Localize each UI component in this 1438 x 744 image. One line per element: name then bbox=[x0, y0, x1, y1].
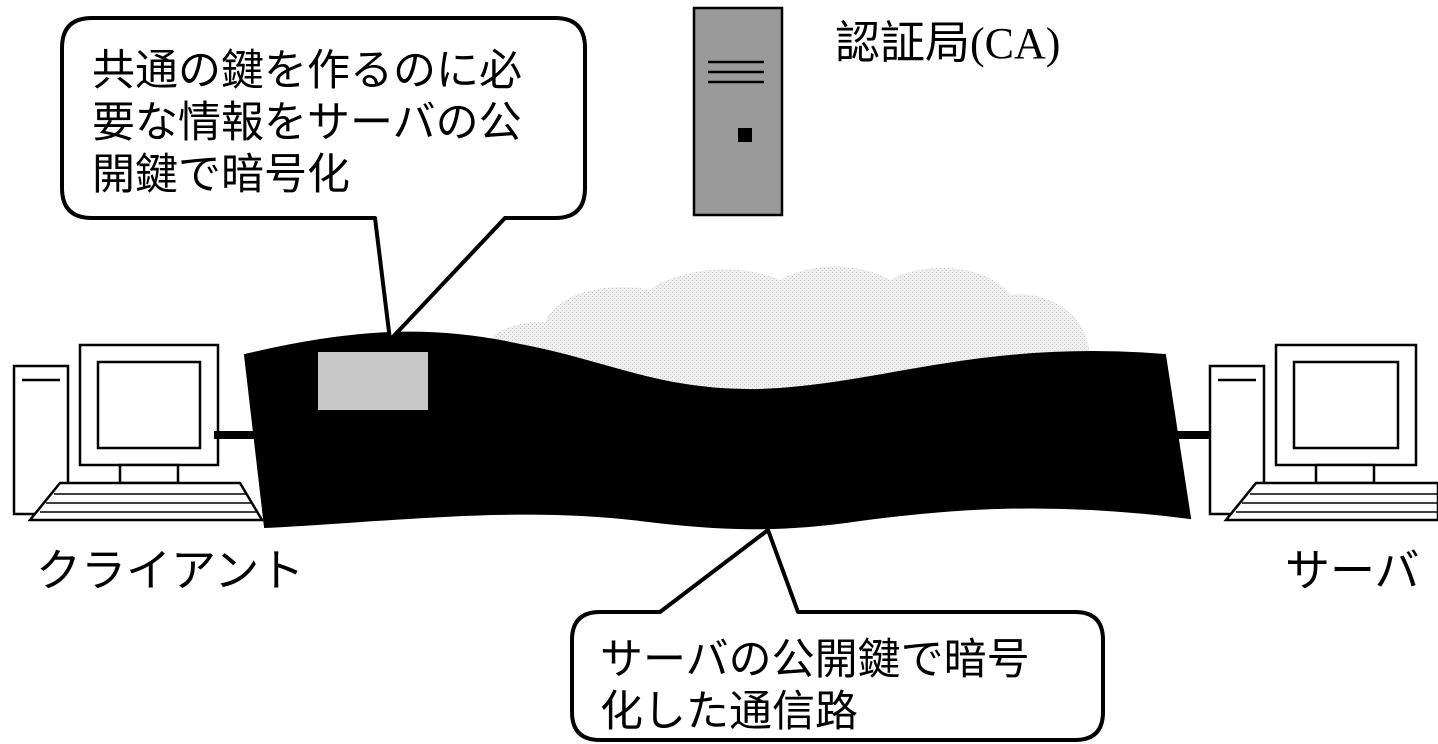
ca-label: 認証局(CA) bbox=[835, 17, 1060, 70]
callout-top-line: 開鍵で暗号化 bbox=[92, 150, 350, 200]
callout-top-line: 共通の鍵を作るのに必 bbox=[92, 46, 522, 96]
callout-top bbox=[60, 16, 587, 342]
ca-server-icon bbox=[692, 6, 784, 217]
client-label: クライアント bbox=[36, 544, 305, 597]
ca-label-jp: 認証局 bbox=[835, 16, 971, 69]
server-computer-icon bbox=[1176, 343, 1438, 522]
server-label: サーバ bbox=[1285, 544, 1420, 597]
data-packet bbox=[318, 352, 428, 410]
encrypted-channel bbox=[243, 331, 1192, 530]
client-computer-icon bbox=[12, 343, 265, 522]
callout-bottom-text: サーバの公開鍵で暗号 化した通信路 bbox=[600, 634, 1080, 738]
callout-bottom bbox=[570, 528, 1105, 742]
callout-bottom-line: サーバの公開鍵で暗号 bbox=[600, 635, 1030, 685]
callout-top-line: 要な情報をサーバの公 bbox=[92, 98, 522, 148]
ca-label-ascii: (CA) bbox=[970, 19, 1061, 68]
callout-bottom-line: 化した通信路 bbox=[600, 687, 858, 737]
callout-top-text: 共通の鍵を作るのに必 要な情報をサーバの公 開鍵で暗号化 bbox=[92, 45, 562, 201]
